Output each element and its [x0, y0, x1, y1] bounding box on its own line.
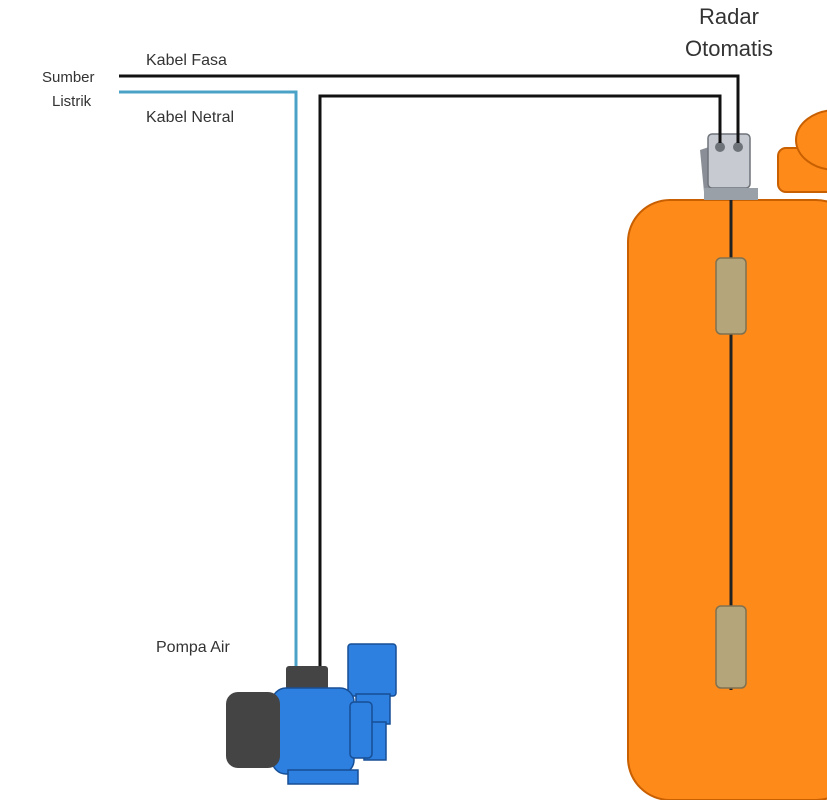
pump-label: Pompa Air [156, 639, 230, 656]
source-label-line1: Sumber [42, 69, 95, 86]
terminal-left [715, 142, 725, 152]
pump-terminal-box [286, 666, 328, 690]
pump-housing [349, 701, 373, 759]
pump-outlet-pipe [347, 643, 397, 697]
radar-label-line1: Radar [699, 4, 759, 29]
terminal-right [733, 142, 743, 152]
upper-float [715, 257, 747, 335]
phase-cable-label: Kabel Fasa [146, 52, 227, 69]
switch-base [704, 188, 758, 200]
water-pump-icon [226, 643, 397, 785]
radar-label-line2: Otomatis [685, 36, 773, 61]
wires [119, 74, 740, 668]
lower-float [715, 605, 747, 689]
phase-wire [119, 74, 740, 143]
neutral-wire [119, 90, 298, 668]
float-switch-head-icon [700, 133, 758, 200]
neutral-cable-label: Kabel Netral [146, 109, 234, 126]
tank-lid-dome [795, 109, 827, 171]
source-label-line2: Listrik [52, 93, 92, 110]
pump-motor-body [271, 687, 355, 775]
float-switch-icon [715, 198, 747, 690]
water-tank-icon [627, 109, 827, 801]
pump-motor-cap [226, 692, 280, 768]
pump-return-wire [318, 94, 722, 668]
switch-housing [707, 133, 751, 189]
pump-foot [287, 769, 359, 785]
